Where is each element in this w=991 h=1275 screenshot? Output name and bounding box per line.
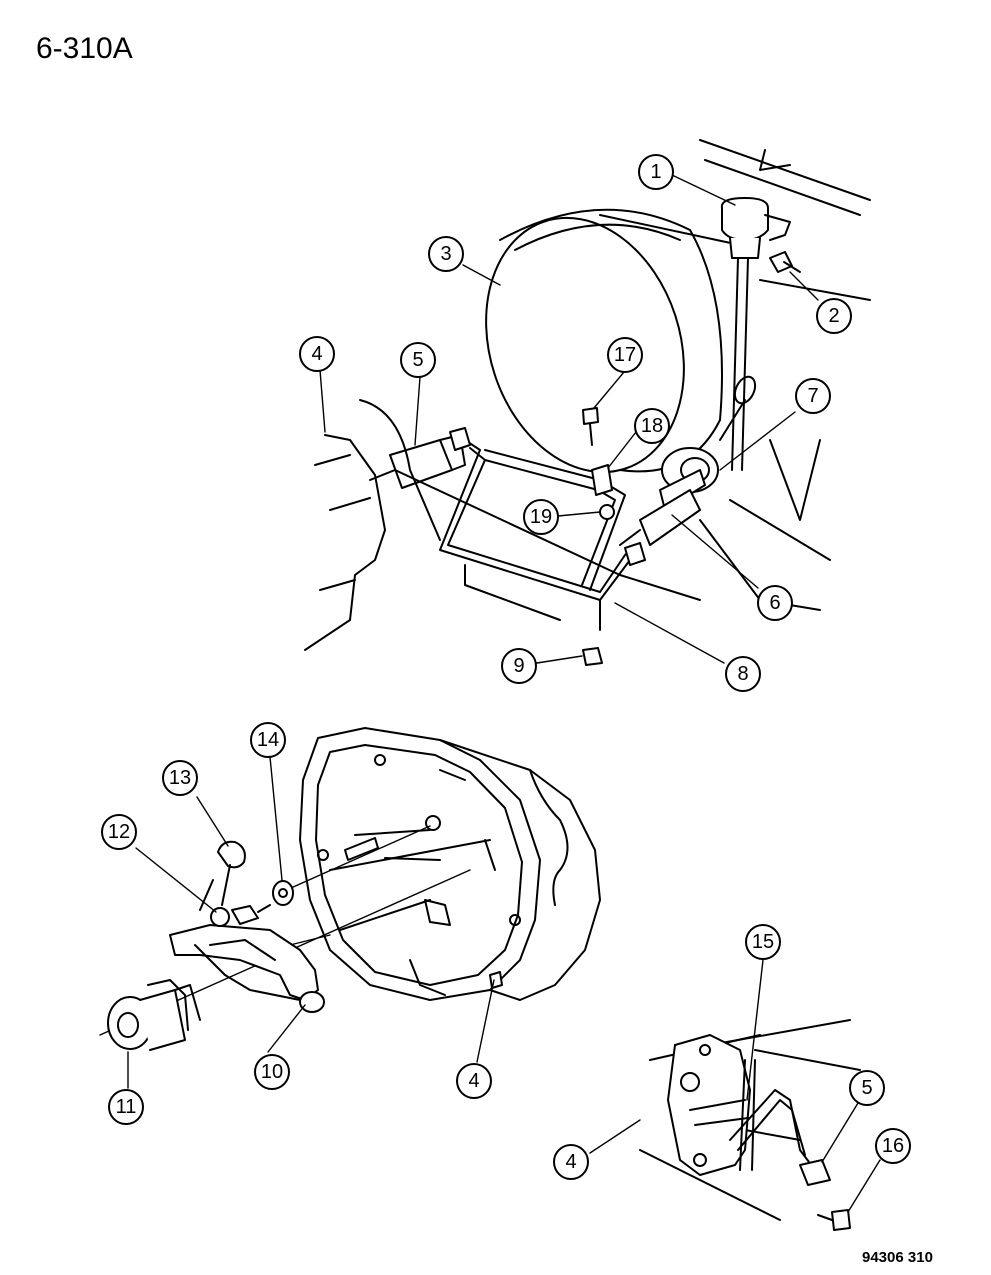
svg-text:10: 10 — [261, 1061, 283, 1083]
callout-4-middle: 4 — [456, 1063, 492, 1099]
callout-5-top: 5 — [400, 342, 436, 378]
svg-text:2: 2 — [828, 305, 839, 327]
upper-assembly — [304, 139, 871, 666]
svg-text:5: 5 — [412, 349, 423, 371]
drawing-number: 94306 310 — [862, 1249, 933, 1266]
svg-text:1: 1 — [650, 161, 661, 183]
svg-text:3: 3 — [440, 243, 451, 265]
callout-8: 8 — [725, 656, 761, 692]
callout-16: 16 — [875, 1128, 911, 1164]
svg-text:5: 5 — [861, 1077, 872, 1099]
svg-text:14: 14 — [257, 729, 279, 751]
svg-text:4: 4 — [311, 343, 322, 365]
callout-1: 1 — [638, 154, 674, 190]
callout-9: 9 — [501, 648, 537, 684]
callout-5-bottom: 5 — [849, 1070, 885, 1106]
callout-4-top: 4 — [299, 336, 335, 372]
svg-text:6: 6 — [769, 592, 780, 614]
callout-11: 11 — [108, 1089, 144, 1125]
leader-lines — [127, 174, 881, 1213]
callout-10: 10 — [254, 1054, 290, 1090]
svg-text:7: 7 — [807, 385, 818, 407]
svg-text:15: 15 — [752, 931, 774, 953]
callout-14: 14 — [250, 722, 286, 758]
lower-right-detail — [639, 1019, 861, 1231]
callout-13: 13 — [162, 760, 198, 796]
callout-7: 7 — [795, 378, 831, 414]
svg-text:18: 18 — [641, 415, 663, 437]
callout-12: 12 — [101, 814, 137, 850]
callout-4-bottom: 4 — [553, 1144, 589, 1180]
callout-3: 3 — [428, 236, 464, 272]
svg-text:17: 17 — [614, 344, 636, 366]
callout-2: 2 — [816, 298, 852, 334]
svg-text:12: 12 — [108, 821, 130, 843]
callout-18: 18 — [634, 408, 670, 444]
svg-text:9: 9 — [513, 655, 524, 677]
callout-19: 19 — [523, 499, 559, 535]
svg-text:19: 19 — [530, 506, 552, 528]
svg-text:13: 13 — [169, 767, 191, 789]
callout-15: 15 — [745, 924, 781, 960]
bell-housing-assembly — [99, 727, 601, 1051]
svg-text:11: 11 — [116, 1096, 137, 1118]
svg-text:4: 4 — [565, 1151, 576, 1173]
callout-6: 6 — [757, 585, 793, 621]
callout-17: 17 — [607, 337, 643, 373]
page-code: 6-310A — [36, 32, 133, 65]
callouts: 1 2 3 4 5 17 18 19 7 6 8 9 13 14 12 10 1… — [101, 154, 911, 1180]
svg-text:8: 8 — [737, 663, 748, 685]
svg-text:16: 16 — [882, 1135, 904, 1157]
svg-text:4: 4 — [468, 1070, 479, 1092]
